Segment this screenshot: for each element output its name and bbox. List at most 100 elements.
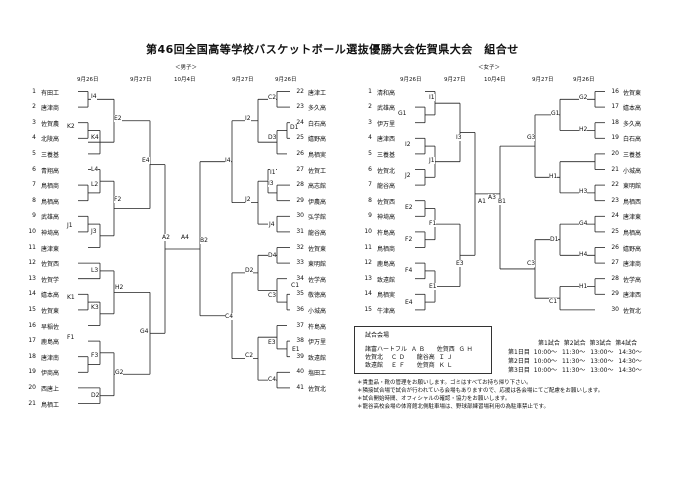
male-match-label: A2 xyxy=(162,234,170,241)
female-right-team-name: 白石高 xyxy=(623,136,642,144)
schedule-time: 11:30～ xyxy=(561,367,586,374)
female-left-team-name: 武雄高 xyxy=(377,105,396,113)
venue-codes: Ｅ Ｆ xyxy=(390,362,405,369)
female-left-seed-number: 4 xyxy=(368,134,372,142)
female-right-team-name: 佐学高 xyxy=(623,276,642,284)
female-left-seed-number: 12 xyxy=(364,259,372,267)
male-match-label: F3 xyxy=(91,352,99,359)
male-match-label: I3 xyxy=(268,180,274,187)
male-right-seed-number: 33 xyxy=(296,259,304,267)
male-match-label: C3 xyxy=(268,292,277,299)
male-left-team-name: 鳥栖高 xyxy=(41,198,60,206)
schedule-time: 14:30～ xyxy=(618,358,642,365)
male-match-label: I2 xyxy=(245,115,251,122)
male-left-team-name: 北陵高 xyxy=(41,136,60,144)
female-right-team-name: 嬉野高 xyxy=(623,245,642,253)
female-match-label: D1 xyxy=(550,236,559,243)
schedule-time: 11:30～ xyxy=(561,349,586,356)
female-date-left-3: 10月4日 xyxy=(484,77,506,83)
male-right-seed-number: 39 xyxy=(296,352,304,360)
venue-name: 佐賀商 xyxy=(416,362,435,369)
male-match-label: L3 xyxy=(91,267,99,274)
male-right-seed-number: 25 xyxy=(296,134,304,142)
schedule-day: 第2日目 xyxy=(508,358,530,365)
male-left-team-name: 唐津南 xyxy=(41,354,60,362)
male-left-seed-number: 11 xyxy=(28,243,36,251)
female-match-label: G1 xyxy=(551,110,560,117)
female-left-seed-number: 10 xyxy=(364,227,372,235)
male-right-seed-number: 28 xyxy=(296,181,304,189)
venue-name: 佐賀北 xyxy=(365,354,384,361)
male-left-seed-number: 14 xyxy=(28,290,36,298)
female-right-team-name: 東明館 xyxy=(623,183,642,191)
female-left-seed-number: 6 xyxy=(368,165,372,173)
male-date-left-1: 9月26日 xyxy=(77,77,99,83)
schedule-row: 第2日目 10:00～ 11:30～ 13:00～ 14:30～ xyxy=(508,356,642,365)
male-right-seed-number: 30 xyxy=(296,212,304,220)
male-left-team-name: 鳥栖工 xyxy=(41,401,60,409)
male-left-seed-number: 16 xyxy=(28,321,36,329)
page-title: 第46回全国高等学校バスケットボール選抜優勝大会佐賀県大会 組合せ xyxy=(146,43,519,56)
male-match-label: E2 xyxy=(114,115,122,122)
male-match-label: E4 xyxy=(142,157,150,164)
male-match-label: J2 xyxy=(245,196,251,203)
male-match-label: C4 xyxy=(225,313,234,320)
schedule-time: 10:00～ xyxy=(533,367,558,374)
male-right-team-name: 弘学館 xyxy=(308,214,327,222)
schedule-time: 13:00～ xyxy=(590,349,614,356)
male-match-label: K4 xyxy=(91,134,99,141)
male-match-label: D4 xyxy=(268,252,277,259)
schedule-table: 第1試合 第2試合 第3試合 第4試合 第1日目 10:00～ 11:30～ 1… xyxy=(508,338,642,374)
female-left-seed-number: 8 xyxy=(368,196,372,204)
female-left-seed-number: 1 xyxy=(368,87,372,95)
male-right-team-name: 小城高 xyxy=(308,307,327,315)
male-right-team-name: 致遠館 xyxy=(308,354,327,362)
male-left-seed-number: 13 xyxy=(28,274,36,282)
female-left-team-name: 鹿島高 xyxy=(377,261,396,269)
male-left-seed-number: 10 xyxy=(28,227,36,235)
female-match-label: C1 xyxy=(549,298,558,305)
male-left-team-name: 有田工 xyxy=(41,89,60,97)
female-right-seed-number: 20 xyxy=(611,149,619,157)
schedule-header: 第1試合 第2試合 第3試合 第4試合 xyxy=(508,338,642,347)
schedule-time: 10:00～ xyxy=(533,349,558,356)
schedule-day: 第1日目 xyxy=(508,349,530,356)
venue-name: 諸富ハートフル xyxy=(365,346,408,353)
male-left-team-name: 青翔高 xyxy=(41,167,60,175)
female-right-seed-number: 23 xyxy=(611,196,619,204)
female-match-label: I1 xyxy=(429,94,435,101)
female-right-seed-number: 27 xyxy=(611,259,619,267)
male-match-label: G4 xyxy=(140,328,149,335)
male-right-team-name: 杵島高 xyxy=(308,323,327,331)
male-match-label: J4 xyxy=(269,221,275,228)
venue-codes: Ｃ Ｄ xyxy=(390,354,405,361)
female-left-team-name: 清和高 xyxy=(377,89,396,97)
male-left-seed-number: 21 xyxy=(28,399,36,407)
venue-codes: Ａ Ｂ xyxy=(410,346,425,353)
male-match-label: F1 xyxy=(67,334,75,341)
male-right-team-name: 鳥栖実 xyxy=(308,151,327,159)
female-left-team-name: 佐賀西 xyxy=(377,198,396,206)
male-match-label: K2 xyxy=(67,123,75,130)
female-left-team-name: 杵島高 xyxy=(377,229,396,237)
female-right-seed-number: 16 xyxy=(611,87,619,95)
schedule-col: 第2試合 xyxy=(563,340,586,347)
female-left-seed-number: 15 xyxy=(364,305,372,313)
female-right-seed-number: 22 xyxy=(611,181,619,189)
female-date-right-1: 9月27日 xyxy=(532,77,554,83)
male-left-team-name: 嬉本高 xyxy=(41,292,60,300)
venue-name: 龍谷高 xyxy=(416,354,435,361)
male-date-right-1: 9月27日 xyxy=(232,77,254,83)
male-left-seed-number: 15 xyxy=(28,305,36,313)
male-left-seed-number: 9 xyxy=(32,212,36,220)
female-right-seed-number: 25 xyxy=(611,227,619,235)
female-match-label: I2 xyxy=(405,141,411,148)
male-match-label: G2 xyxy=(115,369,124,376)
male-right-seed-number: 38 xyxy=(296,337,304,345)
female-right-team-name: 唐津西 xyxy=(623,292,642,300)
male-date-right-2: 9月26日 xyxy=(275,77,297,83)
male-match-label: E3 xyxy=(268,339,276,346)
schedule-time: 13:00～ xyxy=(590,367,614,374)
male-match-label: K3 xyxy=(91,304,99,311)
female-left-team-name: 鳥栖商 xyxy=(377,245,396,253)
